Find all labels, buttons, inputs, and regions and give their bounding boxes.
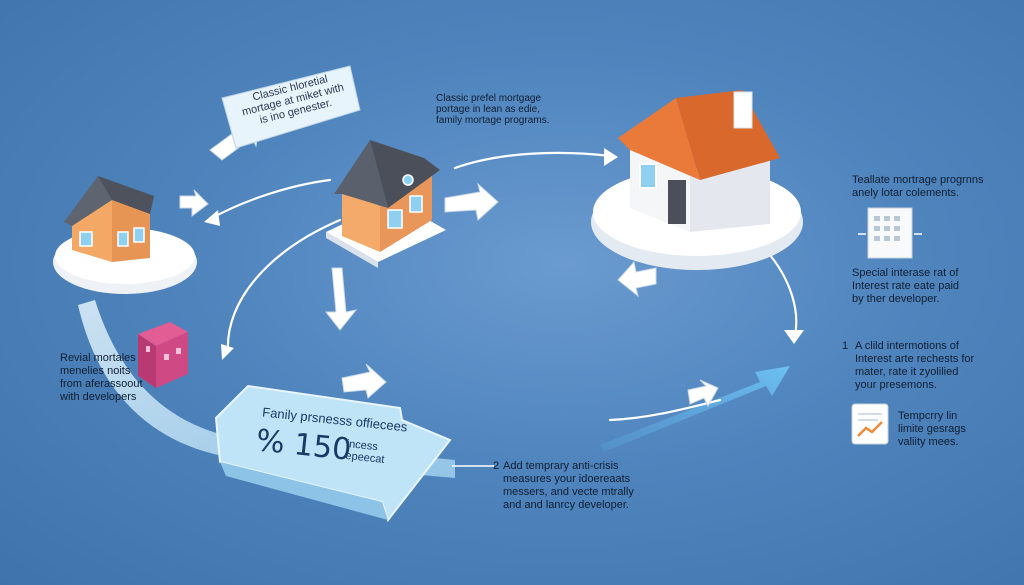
chunky-arrow-down: [324, 267, 358, 331]
arrowhead-4: [784, 330, 804, 344]
arrowhead-3: [604, 148, 618, 166]
left-description: Revial mortales menelies noits from afer…: [60, 352, 143, 403]
arrow-center-to-right: [453, 151, 612, 170]
house-large-right-shape: [618, 90, 780, 232]
bottom-item-number: 2: [493, 460, 500, 472]
chunky-arrow-small-right: [179, 189, 209, 217]
building-doc-shape: [867, 207, 913, 259]
arrow-center-loop: [226, 218, 342, 354]
right-panel-special: Special interase rat of Interest rate ea…: [852, 267, 960, 305]
rising-arrow: [600, 366, 790, 452]
chunky-arrow-bottom-right: [687, 379, 719, 408]
chunky-arrow-mid: [341, 363, 387, 399]
arrow-right-down: [768, 253, 798, 337]
gift-box-shape: [138, 322, 188, 388]
arrowhead-2: [221, 344, 234, 360]
right-panel-item1: A clild intermotions of Interest arte re…: [855, 340, 975, 391]
chunky-arrow-center-right: [444, 182, 499, 221]
callout-top-center: Classic prefel mortgage portage in lean …: [436, 93, 550, 126]
ribbon-arrow: [78, 300, 455, 478]
chart-doc-shape: [851, 403, 889, 445]
house-small-center-shape: [334, 140, 440, 252]
right-panel-title: Teallate mortrage progrnns anely lotar c…: [852, 174, 984, 199]
chunky-arrow-upleft: [617, 260, 657, 298]
banner-small: incess epeecat: [344, 438, 386, 466]
callout-box-topleft: [221, 65, 361, 149]
right-panel-temporary: Tempcrry lin limite gesrags valiity mees…: [898, 410, 966, 448]
bottom-item-text: Add temprary anti-crisis measures your i…: [503, 460, 634, 511]
arrow-left-to-center: [210, 178, 332, 220]
right-panel-item1-number: 1: [842, 340, 849, 352]
house-small-left-shape: [64, 176, 154, 262]
arrowhead-1: [204, 210, 220, 226]
